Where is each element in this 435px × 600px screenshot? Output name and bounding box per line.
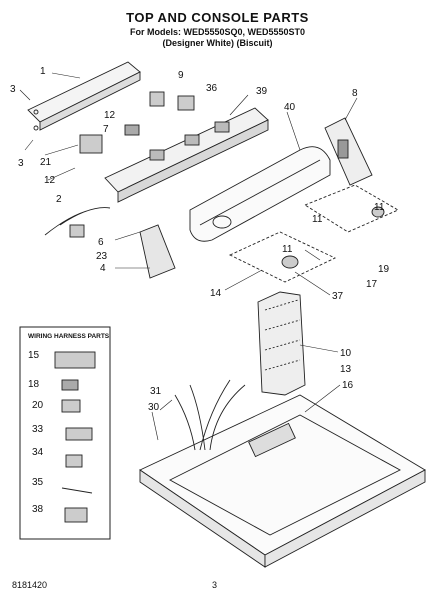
callout-leaders: [19, 72, 358, 441]
callout-12b: 12: [44, 175, 56, 186]
callout-21: 21: [40, 157, 52, 168]
console-front-part: [189, 146, 331, 242]
console-panel-part: [104, 107, 269, 203]
callout-8: 8: [352, 88, 358, 99]
top-panel-part: [139, 394, 426, 568]
callout-38: 38: [32, 504, 44, 515]
callout-34: 34: [32, 447, 44, 458]
callout-3a: 3: [10, 84, 16, 95]
callout-11a: 11: [374, 202, 385, 213]
callout-11b: 11: [312, 214, 323, 225]
rear-panel-part: [27, 61, 141, 131]
callout-3b: 3: [18, 158, 24, 169]
dashed-assembly-boxes: [228, 184, 399, 283]
callout-36: 36: [206, 83, 218, 94]
callout-33: 33: [32, 424, 44, 435]
callout-30: 30: [148, 402, 160, 413]
callout-17: 17: [366, 279, 378, 290]
knob-parts: [149, 91, 195, 111]
callout-2: 2: [56, 194, 62, 205]
bulb-parts: [281, 206, 385, 269]
callout-4: 4: [100, 263, 106, 274]
timer-part: [79, 124, 140, 154]
lint-screen-part: [257, 291, 306, 396]
callout-35: 35: [32, 477, 44, 488]
callout-40: 40: [284, 102, 296, 113]
callout-6: 6: [98, 237, 104, 248]
callout-12a: 12: [104, 110, 116, 121]
page-title: TOP AND CONSOLE PARTS: [126, 10, 309, 25]
callout-10: 10: [340, 348, 352, 359]
callout-13: 13: [340, 364, 352, 375]
model-line: For Models: WED5550SQ0, WED5550ST0: [129, 27, 306, 37]
page-number: 3: [212, 580, 218, 590]
callout-16: 16: [342, 380, 354, 391]
callout-39: 39: [256, 86, 268, 97]
harness-parts-box: [19, 326, 111, 540]
wire-bundle-part: [174, 379, 246, 451]
callout-31: 31: [150, 386, 162, 397]
callout-7: 7: [103, 124, 109, 135]
callout-9: 9: [178, 70, 184, 81]
console-end-part: [139, 224, 176, 279]
callout-14: 14: [210, 288, 222, 299]
callout-37: 37: [332, 291, 344, 302]
end-cap-part: [324, 117, 373, 186]
callout-23: 23: [96, 251, 108, 262]
callout-20: 20: [32, 400, 44, 411]
callout-11c: 11: [282, 244, 293, 255]
callout-18: 18: [28, 379, 40, 390]
document-number: 8181420: [12, 580, 48, 590]
color-line: (Designer White) (Biscuit): [162, 38, 273, 48]
harness-box-title: WIRING HARNESS PARTS: [28, 333, 110, 340]
harness-part: [44, 207, 111, 238]
callout-15: 15: [28, 350, 40, 361]
callout-1: 1: [40, 66, 46, 77]
callout-19: 19: [378, 264, 390, 275]
